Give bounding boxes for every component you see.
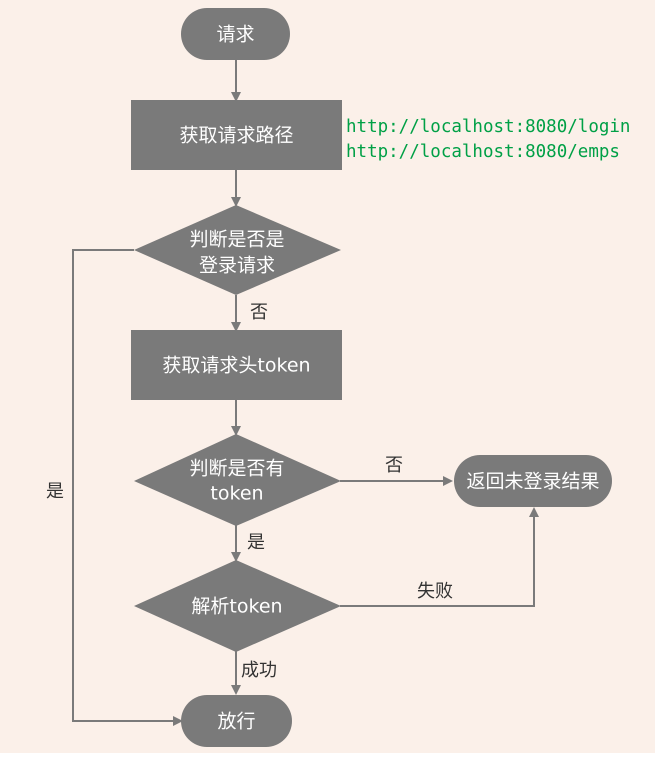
node-get-token-label: 获取请求头token (162, 355, 310, 377)
terminal-shape (181, 8, 290, 60)
node-get-token: 获取请求头token (131, 330, 342, 400)
url-emps-annotation: http://localhost:8080/emps (346, 142, 620, 162)
node-request-label: 请求 (216, 24, 254, 46)
node-get-path: 获取请求路径 (131, 100, 342, 170)
edge-parse-to-notlogged (340, 507, 539, 607)
node-is-login-line2: 登录请求 (199, 255, 275, 277)
node-pass-label: 放行 (217, 711, 255, 733)
terminal-shape (181, 695, 292, 747)
node-is-login-line1: 判断是否是 (189, 229, 284, 251)
node-get-path-label: 获取请求路径 (179, 125, 293, 147)
decision-shape (134, 434, 341, 526)
node-parse-token: 解析token (134, 560, 341, 652)
url-login-annotation: http://localhost:8080/login (346, 117, 630, 137)
node-has-token-line1: 判断是否有 (189, 458, 284, 480)
process-shape (131, 330, 342, 400)
edge-label-yes-hastoken: 是 (247, 532, 265, 553)
node-not-logged-in: 返回未登录结果 (454, 455, 612, 507)
node-is-login-request: 判断是否是 登录请求 (134, 205, 341, 295)
edge-label-success: 成功 (241, 660, 277, 681)
process-shape (131, 100, 342, 170)
node-not-logged-in-label: 返回未登录结果 (466, 471, 599, 493)
edges (72, 60, 539, 726)
node-has-token-line2: token (210, 483, 263, 505)
decision-shape (134, 560, 341, 652)
node-has-token: 判断是否有 token (134, 434, 341, 526)
edge-label-yes-islogin: 是 (46, 481, 64, 502)
edge-label-no-hastoken: 否 (385, 455, 403, 476)
edge-label-fail: 失败 (417, 581, 453, 602)
decision-shape (134, 205, 341, 295)
edge-islogin-to-pass (72, 249, 183, 726)
edge-label-no-islogin: 否 (250, 302, 268, 323)
node-request: 请求 (181, 8, 290, 60)
node-pass: 放行 (181, 695, 292, 747)
node-parse-token-label: 解析token (191, 596, 282, 618)
terminal-shape (454, 455, 612, 507)
